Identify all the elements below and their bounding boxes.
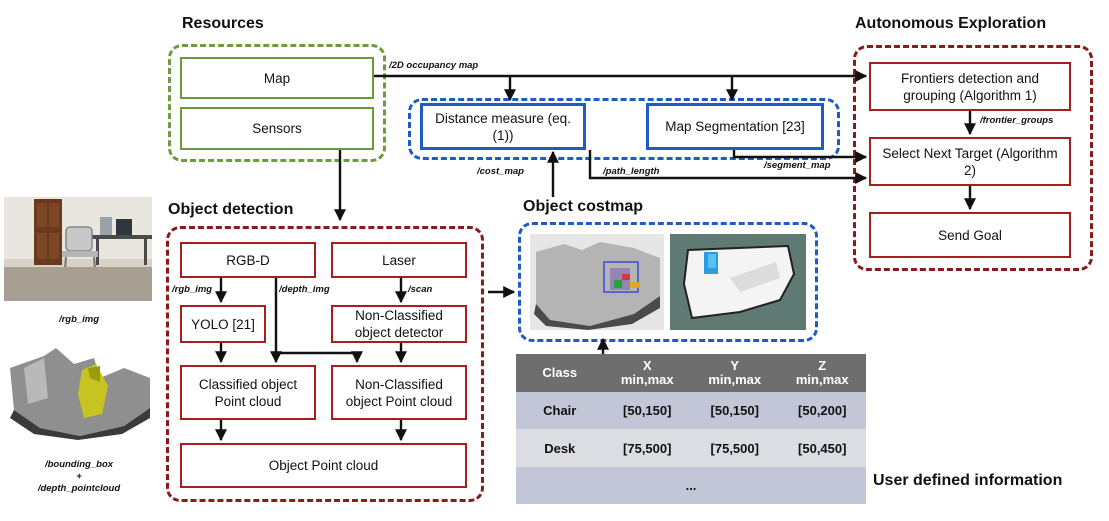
- rgb-image: [4, 197, 152, 301]
- resources-title: Resources: [182, 15, 264, 32]
- pointcloud-caption: /bounding_box + /depth_pointcloud: [20, 459, 138, 495]
- frontiers-detection-node: Frontiers detection and grouping (Algori…: [869, 62, 1071, 111]
- select-next-target-node: Select Next Target (Algorithm 2): [869, 137, 1071, 186]
- depth-img-label: /depth_img: [279, 284, 330, 295]
- segment-map-label: /segment_map: [764, 160, 831, 171]
- bounding-box-caption: /bounding_box: [44, 459, 114, 470]
- row-z-cell: [50,200]: [778, 392, 866, 430]
- map-node: Map: [180, 57, 374, 99]
- row-z-cell: [50,450]: [778, 429, 866, 467]
- row-y-cell: [50,150]: [691, 392, 779, 430]
- send-goal-node: Send Goal: [869, 212, 1071, 258]
- row-x-cell: [75,500]: [603, 429, 691, 467]
- frontier-groups-label: /frontier_groups: [980, 115, 1054, 126]
- autonomous-exploration-title: Autonomous Exploration: [855, 15, 1047, 32]
- class-header: Class: [516, 354, 604, 393]
- classified-pointcloud-node: Classified object Point cloud: [180, 365, 316, 420]
- non-classified-detector-node: Non-Classified object detector: [331, 305, 467, 343]
- sensors-node: Sensors: [180, 107, 374, 150]
- non-classified-pointcloud-node: Non-Classified object Point cloud: [331, 365, 467, 420]
- cost-map-label: /cost_map: [477, 166, 524, 177]
- plus-caption: +: [76, 471, 82, 482]
- row-class-cell: Chair: [516, 392, 604, 430]
- object-pointcloud-image: [530, 234, 664, 330]
- rgbd-node: RGB-D: [180, 242, 316, 278]
- yolo-node: YOLO [21]: [180, 305, 266, 343]
- map-segmentation-node: Map Segmentation [23]: [646, 103, 824, 150]
- occupancy-map-label: /2D occupancy map: [389, 60, 479, 71]
- scan-label: /scan: [408, 284, 433, 295]
- depth-pointcloud-caption: /depth_pointcloud: [37, 483, 121, 494]
- rgb-img-label: /rgb_img: [172, 284, 213, 295]
- table-row: Desk [75,500] [75,500] [50,450]: [516, 429, 866, 467]
- rgb-img-caption: /rgb_img: [58, 314, 100, 325]
- ellipsis-cell: ...: [516, 466, 866, 504]
- object-costmap-title: Object costmap: [523, 198, 644, 215]
- row-x-cell: [50,150]: [603, 392, 691, 430]
- path-length-label: /path_length: [603, 166, 660, 177]
- table-row: Chair [50,150] [50,150] [50,200]: [516, 392, 866, 430]
- cost-segmentation-group: [408, 98, 840, 160]
- user-defined-information-title: User defined information: [873, 472, 1063, 489]
- costmap-grid-image: [670, 234, 806, 330]
- row-class-cell: Desk: [516, 429, 604, 467]
- depth-pointcloud-image: [4, 338, 152, 440]
- resources-group: [168, 44, 386, 162]
- laser-node: Laser: [331, 242, 467, 278]
- object-detection-title: Object detection: [168, 201, 294, 218]
- object-costmap-group: [518, 222, 818, 342]
- row-y-cell: [75,500]: [691, 429, 779, 467]
- table-ellipsis-row: ...: [516, 466, 866, 504]
- distance-measure-node: Distance measure (eq. (1)): [420, 103, 586, 150]
- object-pointcloud-node: Object Point cloud: [180, 443, 467, 488]
- object-detection-group: [166, 226, 484, 502]
